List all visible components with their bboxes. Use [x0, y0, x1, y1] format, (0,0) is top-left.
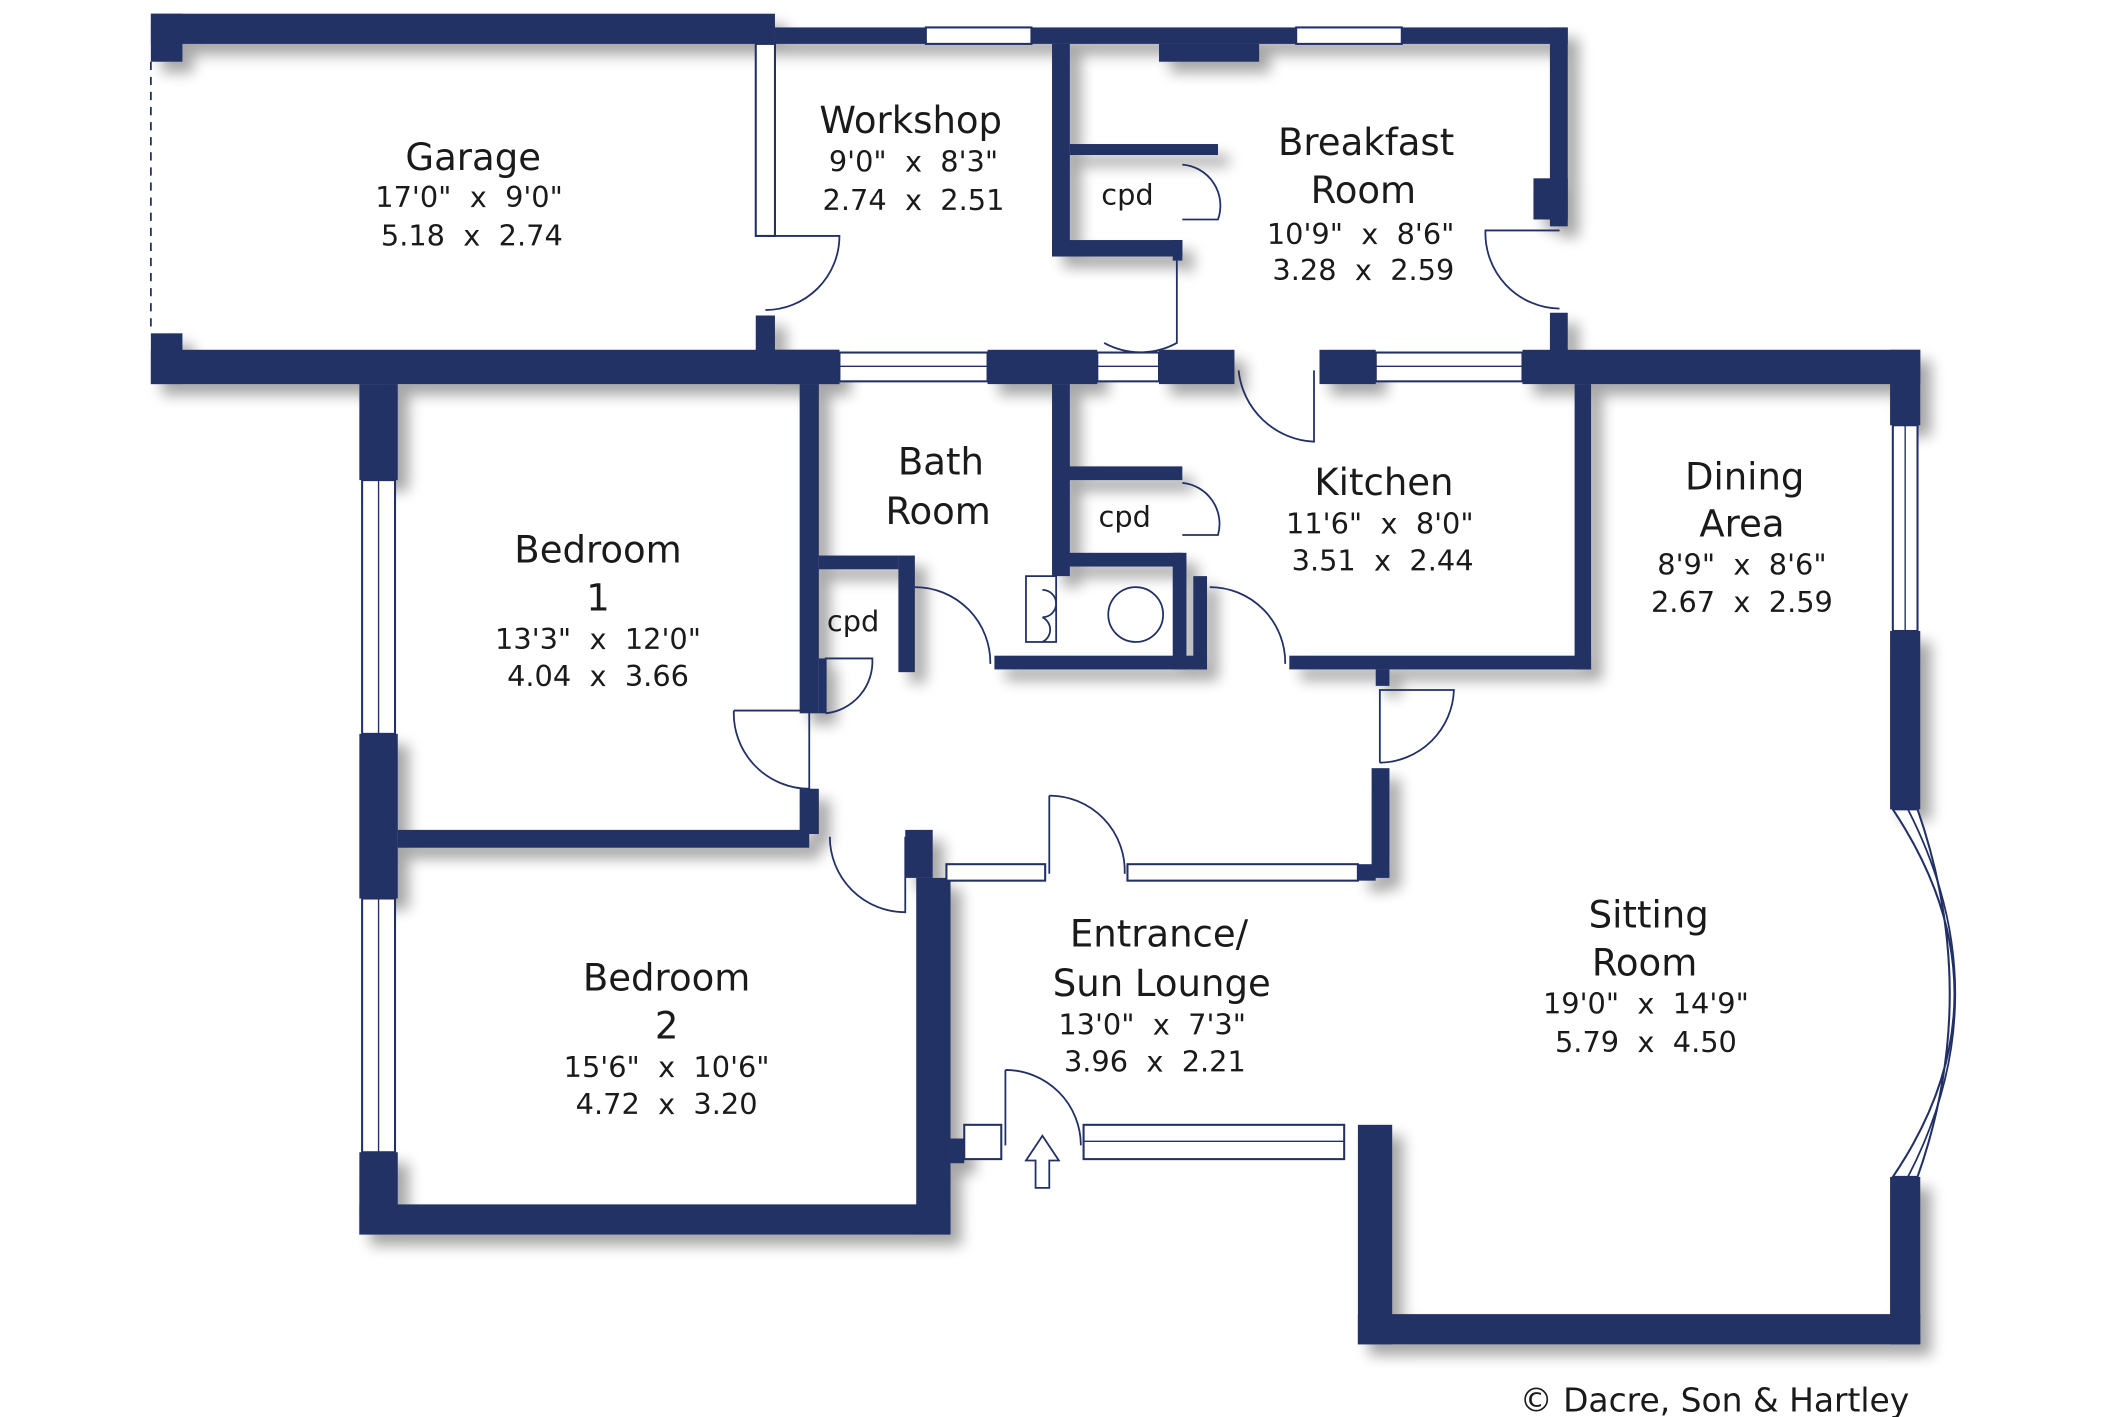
room-name: Bedroom	[583, 956, 750, 999]
copyright-notice: © Dacre, Son & Hartley	[1520, 1381, 1910, 1417]
room-name: Entrance/	[1070, 912, 1249, 955]
room-dimensions-metric: 5.18 x 2.74	[381, 219, 563, 253]
room-name: Room	[1592, 941, 1697, 984]
room-kitchen: Kitchen 11'6" x 8'0" 3.51 x 2.44	[1286, 461, 1474, 577]
doors	[149, 61, 1560, 1146]
room-name: Workshop	[819, 99, 1002, 142]
room-dimensions-metric: 2.67 x 2.59	[1651, 585, 1833, 619]
room-entrance-sun-lounge: Entrance/ Sun Lounge 13'0" x 7'3" 3.96 x…	[1053, 912, 1271, 1078]
entrance-arrow-icon	[1024, 1134, 1061, 1189]
room-dimensions-imperial: 11'6" x 8'0"	[1286, 507, 1474, 541]
room-bedroom-1: Bedroom 1 13'3" x 12'0" 4.04 x 3.66	[495, 528, 701, 692]
cupboard-label: cpd	[1101, 177, 1153, 211]
room-name: Room	[885, 490, 990, 533]
room-dimensions-imperial: 19'0" x 14'9"	[1543, 987, 1749, 1021]
room-dimensions-imperial: 13'0" x 7'3"	[1058, 1007, 1246, 1041]
room-name: Garage	[405, 136, 541, 179]
room-name: Sun Lounge	[1053, 962, 1271, 1005]
room-breakfast: Breakfast Room 10'9" x 8'6" 3.28 x 2.59	[1267, 121, 1455, 287]
room-dimensions-metric: 3.51 x 2.44	[1292, 544, 1474, 578]
room-garage: Garage 17'0" x 9'0" 5.18 x 2.74	[375, 136, 563, 252]
room-dimensions-imperial: 9'0" x 8'3"	[829, 144, 998, 178]
room-bedroom-2: Bedroom 2 15'6" x 10'6" 4.72 x 3.20	[564, 956, 770, 1120]
room-name: Breakfast	[1278, 121, 1454, 164]
room-dimensions-metric: 3.96 x 2.21	[1064, 1044, 1246, 1078]
room-labels: Garage 17'0" x 9'0" 5.18 x 2.74 Workshop…	[375, 99, 1833, 1121]
room-dimensions-metric: 4.72 x 3.20	[576, 1087, 758, 1121]
windows	[361, 26, 1957, 1178]
room-name: Bedroom	[514, 528, 681, 571]
room-dimensions-imperial: 17'0" x 9'0"	[375, 180, 563, 214]
room-name: 1	[586, 576, 610, 619]
room-name: Area	[1699, 502, 1784, 545]
walls	[150, 13, 1921, 1345]
room-name: Sitting	[1589, 893, 1709, 936]
room-bath: Bath Room	[885, 441, 990, 533]
room-dimensions-metric: 3.28 x 2.59	[1272, 253, 1454, 287]
room-dimensions-imperial: 8'9" x 8'6"	[1657, 548, 1826, 582]
room-dimensions-imperial: 13'3" x 12'0"	[495, 622, 701, 656]
room-dimensions-metric: 2.74 x 2.51	[823, 183, 1005, 217]
room-name: 2	[655, 1004, 679, 1047]
room-dimensions-metric: 5.79 x 4.50	[1555, 1025, 1737, 1059]
room-name: Room	[1311, 169, 1416, 212]
room-name: Bath	[898, 441, 984, 484]
room-dimensions-metric: 4.04 x 3.66	[507, 659, 689, 693]
cupboard-label: cpd	[827, 604, 879, 638]
room-workshop: Workshop 9'0" x 8'3" 2.74 x 2.51	[819, 99, 1004, 217]
room-name: Dining	[1685, 456, 1804, 499]
room-dimensions-imperial: 10'9" x 8'6"	[1267, 217, 1455, 251]
cupboard-label: cpd	[1099, 500, 1151, 534]
room-dimensions-imperial: 15'6" x 10'6"	[564, 1050, 770, 1084]
room-sitting: Sitting Room 19'0" x 14'9" 5.79 x 4.50	[1543, 893, 1749, 1059]
room-dining: Dining Area 8'9" x 8'6" 2.67 x 2.59	[1651, 456, 1833, 619]
room-name: Kitchen	[1314, 461, 1453, 504]
